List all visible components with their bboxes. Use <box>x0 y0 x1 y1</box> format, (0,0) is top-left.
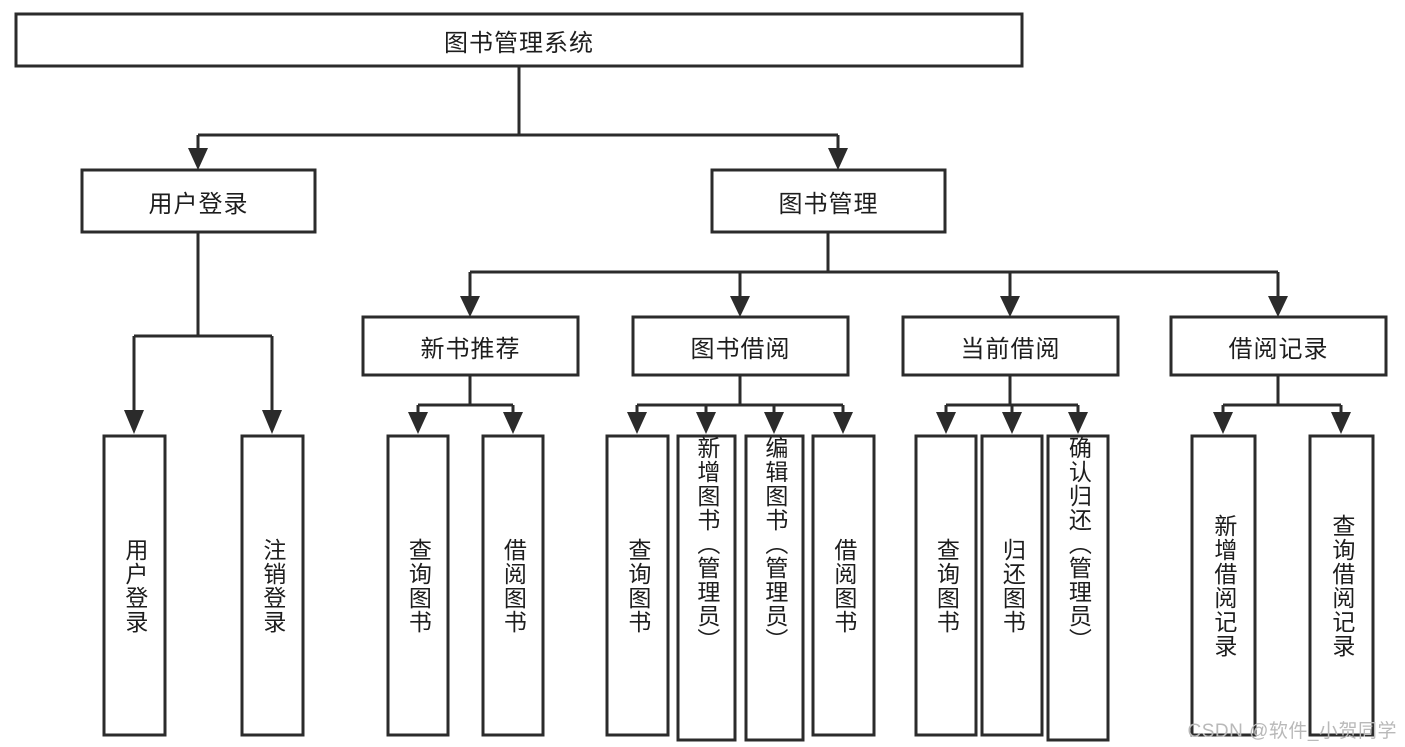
leaf-logout-login[interactable] <box>240 434 305 737</box>
leaf-confirm-return-admin[interactable] <box>1046 434 1110 742</box>
leaf-borrow-book-1[interactable] <box>481 434 545 737</box>
leaf-query-book-1[interactable] <box>386 434 450 737</box>
node-current-borrow[interactable] <box>901 315 1120 377</box>
connector-borrowrecord-to-leaves <box>1213 375 1351 434</box>
connector-currentborrow-to-leaves <box>936 375 1088 434</box>
connector-bookborrow-to-leaves <box>627 375 853 434</box>
leaf-add-borrow-record[interactable] <box>1190 434 1257 737</box>
connector-bookmgmt-to-level3 <box>460 232 1288 317</box>
connector-root-to-level2 <box>188 66 848 170</box>
watermark: CSDN @软件_小贺同学 <box>1187 721 1397 742</box>
leaf-query-book-3[interactable] <box>914 434 978 737</box>
connector-userlogin-to-leaves <box>124 232 282 434</box>
leaf-add-book-admin[interactable] <box>676 434 737 742</box>
leaf-return-book[interactable] <box>980 434 1044 737</box>
leaf-user-login[interactable] <box>102 434 167 737</box>
node-book-borrow[interactable] <box>631 315 850 377</box>
node-root[interactable] <box>14 12 1024 68</box>
leaf-query-borrow-record[interactable] <box>1308 434 1375 737</box>
node-user-login[interactable] <box>80 168 317 234</box>
node-book-management[interactable] <box>710 168 947 234</box>
connector-newbook-to-leaves <box>408 375 523 434</box>
node-new-book-recommend[interactable] <box>361 315 580 377</box>
leaf-query-book-2[interactable] <box>605 434 670 737</box>
leaf-borrow-book-2[interactable] <box>811 434 876 737</box>
node-borrow-record[interactable] <box>1169 315 1388 377</box>
leaf-edit-book-admin[interactable] <box>744 434 805 742</box>
